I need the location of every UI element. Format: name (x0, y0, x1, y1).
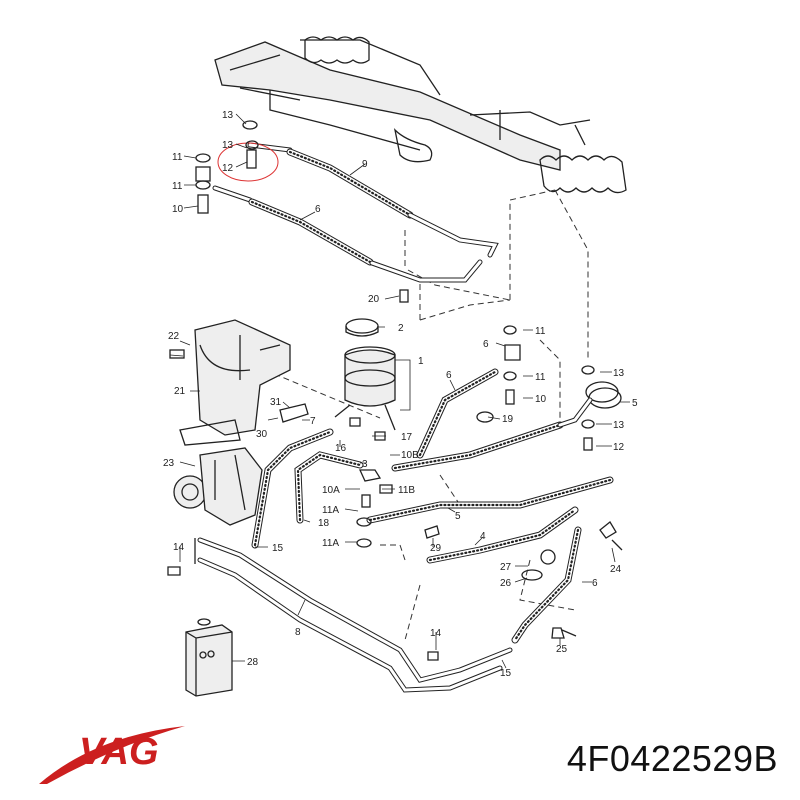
label-11: 11 (172, 152, 183, 163)
label-12: 12 (222, 163, 234, 174)
label-16: 16 (335, 443, 347, 454)
label-22: 22 (168, 331, 180, 342)
label-6: 6 (483, 339, 489, 350)
label-30: 30 (256, 429, 268, 440)
label-10: 10 (172, 204, 184, 215)
label-21: 21 (174, 386, 186, 397)
part-number: 4F0422529B (566, 738, 778, 779)
label-17: 17 (401, 432, 413, 443)
label-6: 6 (446, 370, 452, 381)
cooler-pipe-8 (194, 537, 513, 693)
label-13: 13 (222, 140, 234, 151)
rack-boot-right (539, 155, 627, 194)
fasteners-misc (167, 289, 623, 661)
pressure-hose-6-upper (212, 185, 483, 283)
label-12: 12 (613, 442, 625, 453)
label-11: 11 (172, 181, 183, 192)
label-5: 5 (632, 398, 638, 409)
label-20: 20 (368, 294, 380, 305)
callout-labels: 13 13 11 12 11 10 9 6 20 2 1 11 6 11 10 … (163, 110, 638, 679)
label-6: 6 (315, 204, 321, 215)
label-11B: 11B (398, 485, 415, 496)
label-15: 15 (272, 543, 284, 554)
label-14: 14 (173, 542, 185, 553)
label-5: 5 (455, 511, 461, 522)
label-14: 14 (430, 628, 442, 639)
label-31: 31 (270, 397, 282, 408)
leader-lines (169, 113, 630, 669)
label-18: 18 (318, 518, 330, 529)
label-11A: 11A (322, 538, 339, 549)
guide-lines (264, 189, 589, 641)
label-13: 13 (222, 110, 234, 121)
label-25: 25 (556, 644, 568, 655)
rack-boot-left (304, 36, 370, 64)
label-2: 2 (398, 323, 404, 334)
label-13: 13 (613, 420, 625, 431)
hose-coil-5 (557, 381, 622, 428)
label-10: 10 (535, 394, 547, 405)
label-15: 15 (500, 668, 512, 679)
label-11A: 11A (322, 505, 339, 516)
label-8: 8 (295, 627, 301, 638)
vag-logo-text: VAG (79, 731, 159, 773)
label-28: 28 (247, 657, 259, 668)
label-4: 4 (480, 531, 486, 542)
steering-rack (214, 36, 627, 194)
label-10A: 10A (322, 485, 340, 496)
label-27: 27 (500, 562, 512, 573)
pressure-hose-9 (247, 142, 499, 258)
fasteners-upper-left (195, 120, 259, 214)
label-24: 24 (610, 564, 622, 575)
label-26: 26 (500, 578, 512, 589)
vag-logo: VAG (39, 726, 185, 784)
label-29: 29 (430, 543, 442, 554)
fluid-reservoir (334, 318, 396, 431)
label-11: 11 (535, 372, 546, 383)
power-steering-pump (173, 447, 263, 526)
cooler-hoses (366, 368, 614, 644)
fluid-can (185, 618, 233, 697)
label-9: 9 (362, 159, 368, 170)
mounting-bracket (169, 319, 291, 446)
highlight-circle (217, 142, 279, 182)
return-hoses-left (251, 428, 364, 549)
label-19: 19 (502, 414, 514, 425)
label-6: 6 (592, 578, 598, 589)
label-3: 3 (362, 459, 368, 470)
label-23: 23 (163, 458, 175, 469)
label-10B: 10B (401, 450, 419, 461)
label-11: 11 (535, 326, 546, 337)
label-7: 7 (310, 416, 316, 427)
label-13: 13 (613, 368, 625, 379)
label-1: 1 (418, 356, 424, 367)
